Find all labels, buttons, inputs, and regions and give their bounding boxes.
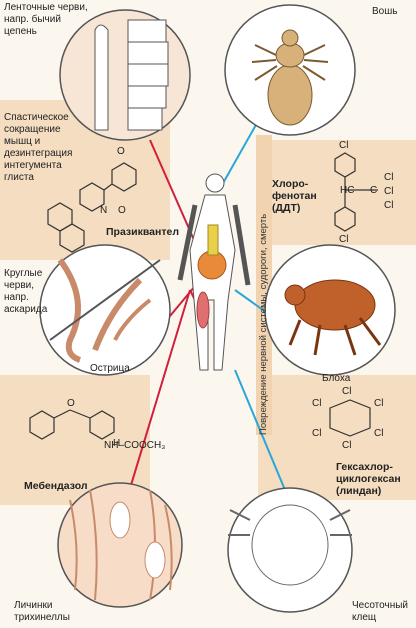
human-figure: [177, 173, 251, 371]
praziquantel-n: N: [100, 205, 108, 216]
trichinella-illustration: [57, 482, 183, 608]
blue-line-flea: [234, 289, 271, 316]
mebendazole-structure: [29, 409, 115, 440]
louse-illustration: [224, 4, 356, 136]
lindane-cl-6: Cl: [312, 398, 322, 409]
label-lindane: Гексахлор- циклогексан (линдан): [336, 461, 401, 497]
lindane-cl-5: Cl: [312, 428, 322, 439]
lindane-cl-3: Cl: [374, 428, 384, 439]
label-spastic: Спастическое сокращение мышц и дезинтегр…: [4, 112, 73, 183]
lindane-structure: [329, 399, 371, 437]
ddt-cl-2: Cl: [384, 186, 394, 197]
ddt-structure: [334, 152, 378, 232]
label-louse: Вошь: [372, 6, 398, 17]
ddt-cl-1: Cl: [384, 172, 394, 183]
panel-lindane: [258, 375, 416, 500]
mebendazole-nh: NH–COOCH₃: [104, 440, 166, 451]
ddt-cl-top: Cl: [339, 140, 349, 151]
roundworm-illustration: [39, 244, 171, 376]
mebendazole-h: H: [113, 438, 121, 449]
mite-illustration: [227, 487, 353, 613]
ddt-hc: HC: [340, 185, 355, 196]
praziquantel-o-top: O: [117, 146, 125, 157]
label-praziquantel: Празиквантел: [106, 226, 180, 238]
ddt-cl-bottom: Cl: [339, 234, 349, 245]
tapeworm-illustration: [59, 9, 191, 141]
label-nervous-damage: Повреждение нервной системы, судороги, с…: [258, 213, 269, 435]
label-ddt: Хлоро- фенотан (ДДТ): [272, 178, 317, 214]
panel-vertical-band: [256, 135, 272, 435]
lindane-cl-2: Cl: [374, 398, 384, 409]
lindane-cl-4: Cl: [342, 440, 352, 451]
label-mebendazole: Мебендазол: [24, 480, 88, 492]
ddt-cl-3: Cl: [384, 200, 394, 211]
label-flea: Блоха: [322, 373, 351, 384]
label-tapeworm: Ленточные черви, напр. бычий цепень: [4, 2, 88, 37]
red-line-trichinella: [124, 289, 191, 506]
flea-illustration: [264, 244, 396, 376]
blue-line-mite: [234, 369, 286, 491]
label-roundworms: Круглые черви, напр. аскарида: [4, 268, 48, 315]
label-pinworm: Острица: [90, 363, 130, 374]
mebendazole-o: O: [67, 398, 75, 409]
lindane-cl-1: Cl: [342, 386, 352, 397]
label-trichinella: Личинки трихинеллы: [14, 600, 70, 623]
ddt-c: C: [370, 185, 378, 196]
praziquantel-structure: [47, 162, 137, 253]
praziquantel-o: O: [118, 205, 126, 216]
label-mite: Чесоточный клещ: [352, 600, 408, 623]
